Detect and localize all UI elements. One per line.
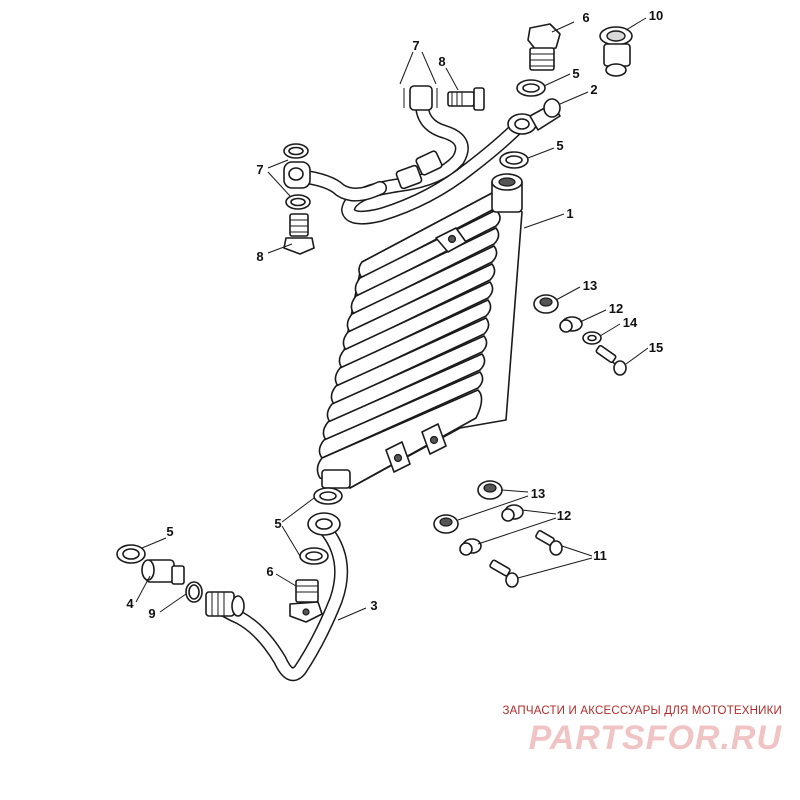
callout-5-left: 5 [166, 524, 173, 539]
sealing-washer-lower-1 [313, 487, 343, 505]
banjo-fitting-lower [307, 512, 341, 536]
sealing-washer-mid [499, 151, 529, 169]
callout-6-bottom: 6 [266, 564, 273, 579]
callout-15: 15 [649, 340, 663, 355]
banjo-bolt-left [283, 213, 315, 255]
callout-11: 11 [593, 548, 607, 563]
banjo-bolt-top [447, 87, 485, 111]
rubber-grommet-lower-1 [477, 480, 503, 500]
union-fitting-2 [507, 98, 561, 135]
callout-14: 14 [623, 315, 638, 330]
callout-1: 1 [566, 206, 573, 221]
callout-5-bottom: 5 [274, 516, 281, 531]
rubber-grommet-lower-2 [433, 514, 459, 534]
callout-12-top: 12 [609, 301, 623, 316]
callout-13-top: 13 [583, 278, 597, 293]
callout-5-mid: 5 [556, 138, 563, 153]
collar-lower-1 [501, 504, 524, 522]
callout-9: 9 [148, 606, 155, 621]
banjo-bolt-6-bottom [289, 579, 323, 623]
callout-12-bottom: 12 [557, 508, 571, 523]
washer-14 [582, 331, 602, 345]
watermark-tagline: ЗАПЧАСТИ И АКСЕССУАРЫ ДЛЯ МОТОТЕХНИКИ [502, 705, 782, 717]
callout-labels: 7 8 6 10 5 2 5 7 8 1 13 12 14 15 13 12 1… [126, 8, 663, 621]
banjo-fitting-top [403, 85, 438, 111]
fitting-10 [599, 26, 633, 77]
bolt-lower-2 [489, 559, 519, 588]
adapter-fitting-4 [141, 559, 185, 585]
callout-2: 2 [590, 82, 597, 97]
o-ring-9 [185, 581, 203, 603]
sealing-washer-lower-2 [299, 547, 329, 565]
leader-lines [135, 17, 649, 621]
collar-12-top [559, 316, 583, 333]
watermark-logo: PARTSFOR.RU [528, 719, 782, 757]
callout-10: 10 [649, 8, 663, 23]
collar-lower-2 [459, 538, 482, 556]
upper-oil-hose [293, 93, 527, 225]
callout-7-left: 7 [256, 162, 263, 177]
banjo-bolt-6-top [527, 23, 561, 71]
callout-8-left: 8 [256, 249, 263, 264]
sealing-washer-top [516, 79, 546, 97]
pipe-nut-lower [205, 591, 245, 617]
callout-13-bottom: 13 [531, 486, 545, 501]
oil-cooler-radiator [316, 173, 523, 489]
callout-3: 3 [370, 598, 377, 613]
bolt-15 [595, 344, 627, 376]
sealing-washer-lower-left [116, 544, 146, 564]
lower-oil-pipe [209, 523, 349, 682]
callout-7-top: 7 [412, 38, 419, 53]
callout-5-top: 5 [572, 66, 579, 81]
callout-4: 4 [126, 596, 134, 611]
banjo-fitting-left [283, 143, 311, 210]
callout-6-top: 6 [582, 10, 589, 25]
rubber-grommet-top [533, 294, 559, 314]
callout-8-top: 8 [438, 54, 445, 69]
watermark: ЗАПЧАСТИ И АКСЕССУАРЫ ДЛЯ МОТОТЕХНИКИ PA… [502, 705, 782, 758]
bolt-lower-1 [535, 529, 563, 556]
